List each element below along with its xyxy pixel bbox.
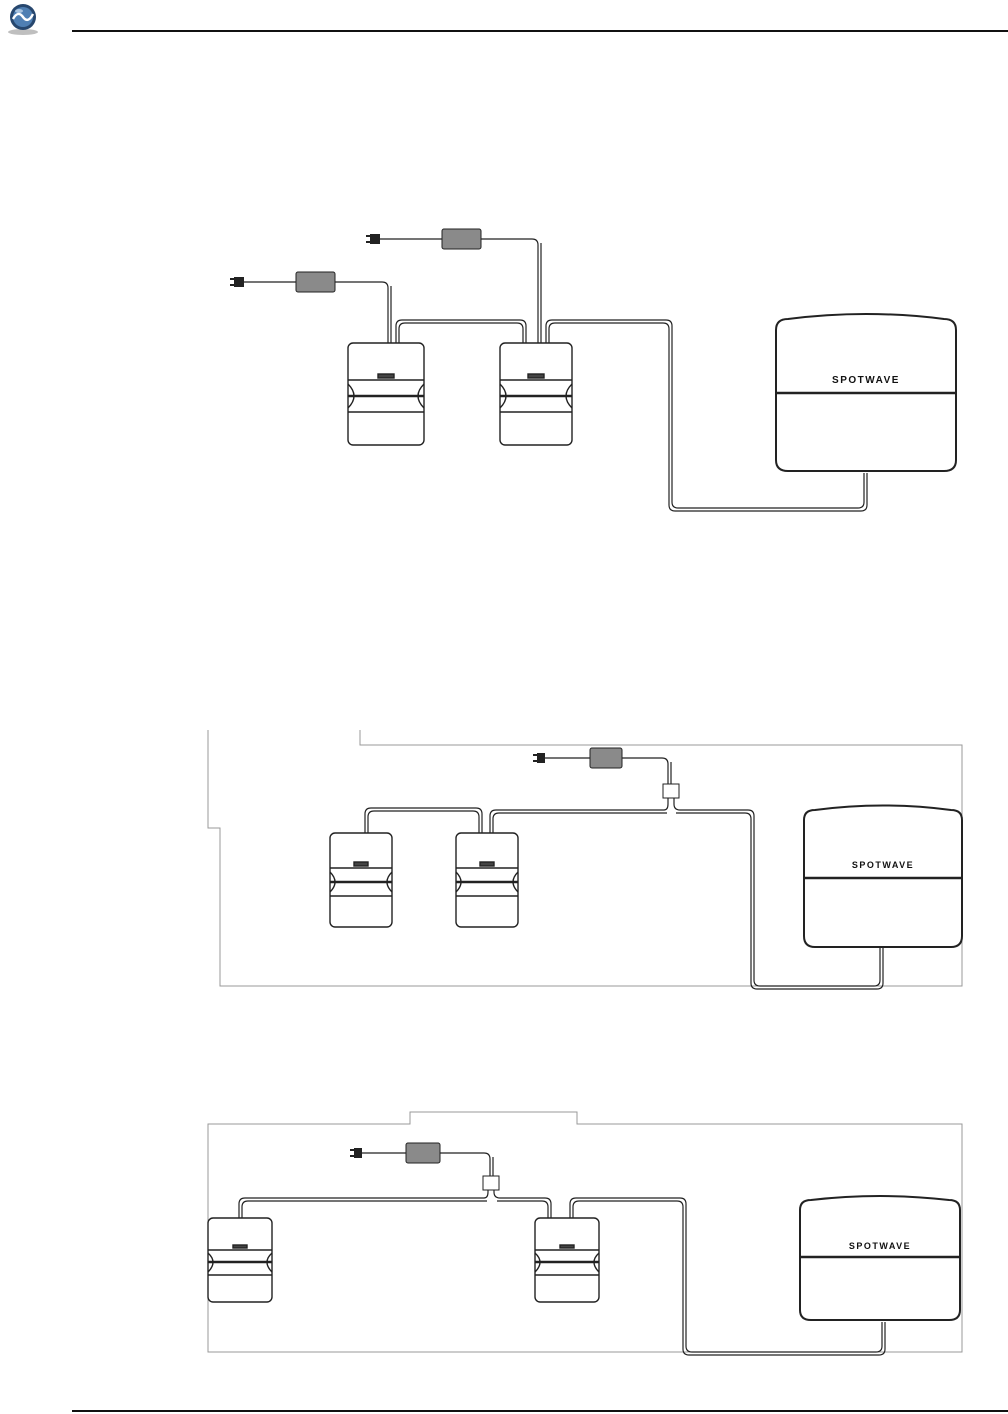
- link-cable: [242, 1201, 487, 1218]
- sensor-unit: [456, 833, 518, 927]
- sensor-unit: [208, 1218, 272, 1302]
- diagram-shared-supply: SPOTWAVE: [0, 700, 1008, 1000]
- power-cord: [335, 282, 388, 343]
- base-station: [804, 806, 962, 948]
- brand-label: SPOTWAVE: [852, 860, 914, 870]
- link-cable: [494, 1190, 551, 1218]
- link-cable: [497, 1201, 548, 1218]
- sensor-unit: [535, 1218, 599, 1302]
- base-station: [800, 1196, 960, 1320]
- splitter: [483, 1176, 499, 1190]
- sensor-unit: [330, 833, 392, 927]
- power-cord: [440, 1153, 490, 1176]
- power-adapter-icon: [442, 229, 481, 249]
- link-cable: [493, 813, 667, 833]
- link-cable: [490, 798, 668, 833]
- power-adapter-icon: [296, 272, 335, 292]
- link-cable: [368, 811, 479, 833]
- power-cord: [481, 239, 538, 343]
- plug-icon: [533, 753, 545, 763]
- sensor-unit: [500, 343, 572, 445]
- base-station: [776, 314, 956, 471]
- link-cable: [239, 1190, 488, 1218]
- power-adapter-icon: [590, 748, 622, 768]
- link-cable: [399, 323, 523, 343]
- diagram-two-supplies: SPOTWAVE: [0, 0, 1008, 540]
- splitter: [663, 784, 679, 798]
- brand-label: SPOTWAVE: [832, 375, 900, 386]
- power-cord: [622, 758, 668, 784]
- diagram-separated-units: SPOTWAVE: [0, 1100, 1008, 1370]
- plug-icon: [350, 1148, 362, 1158]
- footer-rule: [72, 1410, 1008, 1412]
- sensor-unit: [348, 343, 424, 445]
- brand-label: SPOTWAVE: [849, 1241, 911, 1251]
- link-cable: [365, 808, 482, 833]
- power-adapter-icon: [406, 1143, 440, 1163]
